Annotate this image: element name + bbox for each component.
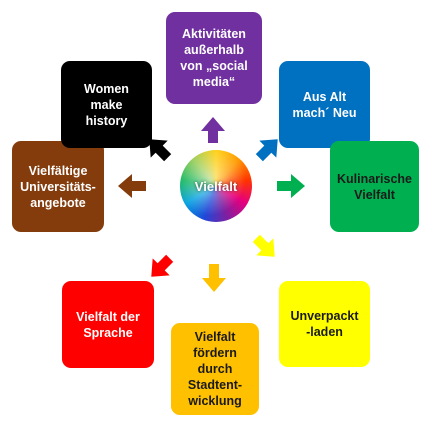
center-circle: Vielfalt: [180, 150, 252, 222]
node-women-label: Women make history: [84, 81, 129, 128]
node-sprache: Vielfalt der Sprache: [62, 281, 154, 368]
node-unverpackt: Unverpackt -laden: [279, 281, 370, 367]
node-sprache-label: Vielfalt der Sprache: [76, 309, 140, 340]
node-unverpackt-label: Unverpackt -laden: [290, 309, 359, 339]
node-aktivitaeten-label: Aktivitäten außerhalb von „social media“: [180, 27, 248, 89]
arrow-to-aus-alt: [255, 139, 278, 162]
node-stadtentwicklung-label: Vielfalt fördern durch Stadtent- wicklun…: [187, 330, 243, 408]
arrow-to-women: [149, 139, 172, 162]
node-stadtentwicklung: Vielfalt fördern durch Stadtent- wicklun…: [171, 323, 259, 415]
arrow-to-kulinarische: [277, 174, 305, 198]
node-kulinarische-label: Kulinarische Vielfalt: [336, 171, 413, 202]
node-aus-alt-label: Aus Alt mach´ Neu: [292, 89, 357, 120]
node-women: Women make history: [61, 61, 152, 148]
arrow-to-aktivitaeten: [201, 117, 225, 143]
node-universitaet-label: Vielfältige Universitäts- angebote: [20, 163, 96, 210]
arrow-to-universitaet: [118, 174, 146, 198]
node-aktivitaeten: Aktivitäten außerhalb von „social media“: [166, 12, 262, 104]
arrow-to-unverpackt: [252, 234, 275, 257]
node-universitaet: Vielfältige Universitäts- angebote: [12, 141, 104, 232]
node-aus-alt: Aus Alt mach´ Neu: [279, 61, 370, 148]
center-label: Vielfalt: [194, 178, 238, 194]
arrow-to-stadtentwicklung: [202, 264, 226, 292]
node-kulinarische: Kulinarische Vielfalt: [330, 141, 419, 232]
arrow-to-sprache: [151, 254, 174, 277]
